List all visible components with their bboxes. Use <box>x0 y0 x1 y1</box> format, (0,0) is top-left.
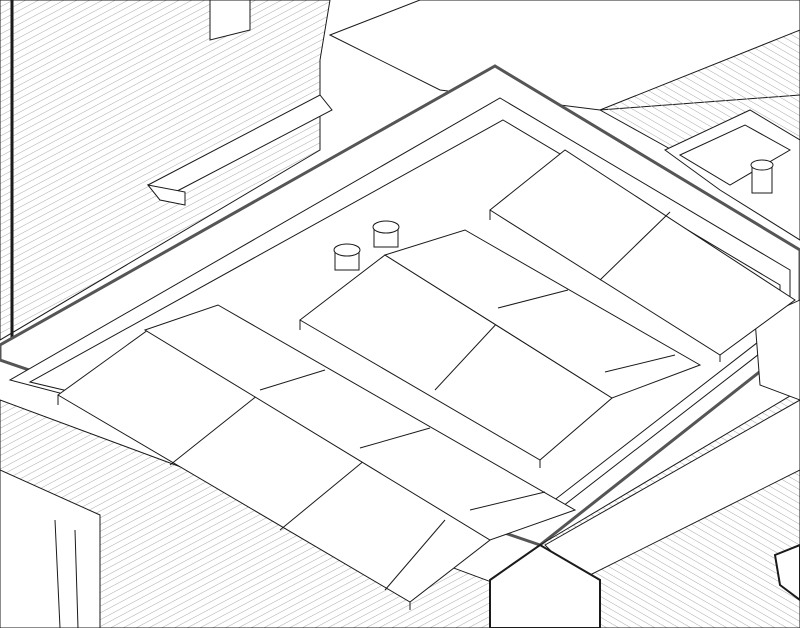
window-frame <box>74 529 79 628</box>
side-structure-inner <box>678 124 792 186</box>
window-frame <box>54 519 61 628</box>
small-box <box>773 543 800 602</box>
roof-vent <box>372 220 400 248</box>
corner-block <box>489 543 601 628</box>
roof-vent <box>750 159 774 194</box>
roof-vent <box>333 243 361 271</box>
solar-array-2 <box>143 304 577 541</box>
solar-array-4 <box>383 229 702 399</box>
front-wall-left-window <box>0 469 101 628</box>
solar-array-5 <box>489 149 796 362</box>
canopy-front <box>146 184 186 206</box>
back-building-window <box>209 0 251 41</box>
